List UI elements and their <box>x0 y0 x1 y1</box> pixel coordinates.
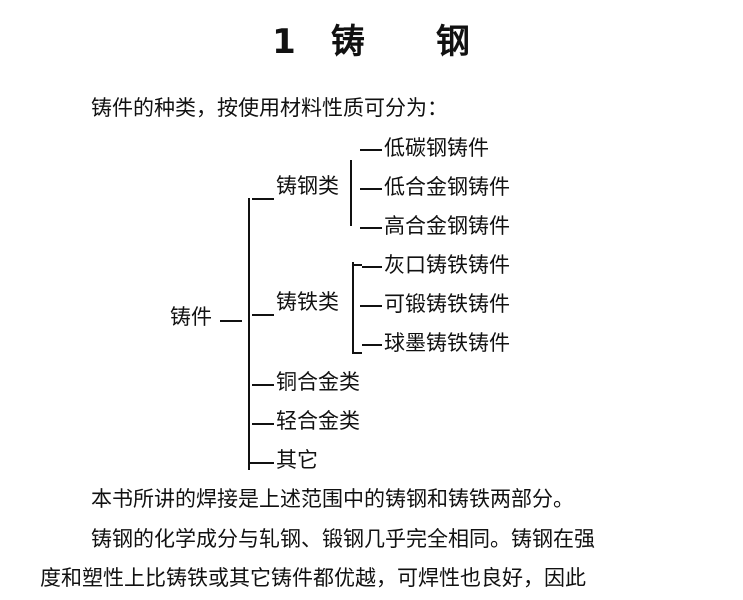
tree-branch-label-copper-alloy: 铜合金类 <box>276 370 360 394</box>
chapter-title-char-2: 钢 <box>435 22 471 62</box>
tree-leaf-low-carbon-steel: 低碳钢铸件 <box>384 136 489 160</box>
tree-branch-connector <box>252 384 274 386</box>
tree-branch-label-other: 其它 <box>276 448 318 472</box>
tree-sub-trunk-cast-iron <box>352 262 354 354</box>
tree-root-connector <box>220 320 242 322</box>
paragraph-scope: 本书所讲的焊接是上述范围中的铸钢和铸铁两部分。 <box>91 487 574 511</box>
tree-leaf-malleable-iron: 可锻铸铁铸件 <box>384 292 510 316</box>
tree-branch-connector <box>250 462 274 464</box>
intro-text: 铸件的种类，按使用材料性质可分为： <box>91 96 448 120</box>
tree-branch-connector <box>252 314 274 316</box>
tree-leaf-ductile-iron: 球墨铸铁铸件 <box>384 331 510 355</box>
tree-leaf-connector <box>360 227 382 229</box>
tree-sub-trunk-tick <box>354 352 362 354</box>
tree-branch-connector <box>252 423 274 425</box>
tree-leaf-connector <box>360 149 382 151</box>
tree-branch-connector <box>252 198 274 200</box>
tree-leaf-connector <box>360 188 382 190</box>
tree-branch-label-light-alloy: 轻合金类 <box>276 409 360 433</box>
tree-leaf-connector <box>362 344 382 346</box>
tree-sub-trunk-tick <box>354 264 362 266</box>
tree-root-label: 铸件 <box>170 305 212 329</box>
tree-leaf-low-alloy-steel: 低合金钢铸件 <box>384 175 510 199</box>
tree-leaf-connector <box>362 266 382 268</box>
tree-sub-trunk-cast-steel <box>350 160 352 226</box>
tree-branch-label-cast-steel: 铸钢类 <box>276 174 339 198</box>
tree-leaf-connector <box>360 305 382 307</box>
tree-leaf-gray-iron: 灰口铸铁铸件 <box>384 253 510 277</box>
chapter-number: 1 <box>272 22 297 62</box>
tree-leaf-high-alloy-steel: 高合金钢铸件 <box>384 214 510 238</box>
chapter-title-char-1: 铸 <box>330 22 366 62</box>
tree-main-trunk <box>248 198 250 470</box>
paragraph-cast-steel-line-2: 度和塑性上比铸铁或其它铸件都优越，可焊性也良好，因此 <box>40 566 586 590</box>
tree-branch-label-cast-iron: 铸铁类 <box>276 290 339 314</box>
paragraph-cast-steel-line-1: 铸钢的化学成分与轧钢、锻钢几乎完全相同。铸钢在强 <box>91 527 595 551</box>
